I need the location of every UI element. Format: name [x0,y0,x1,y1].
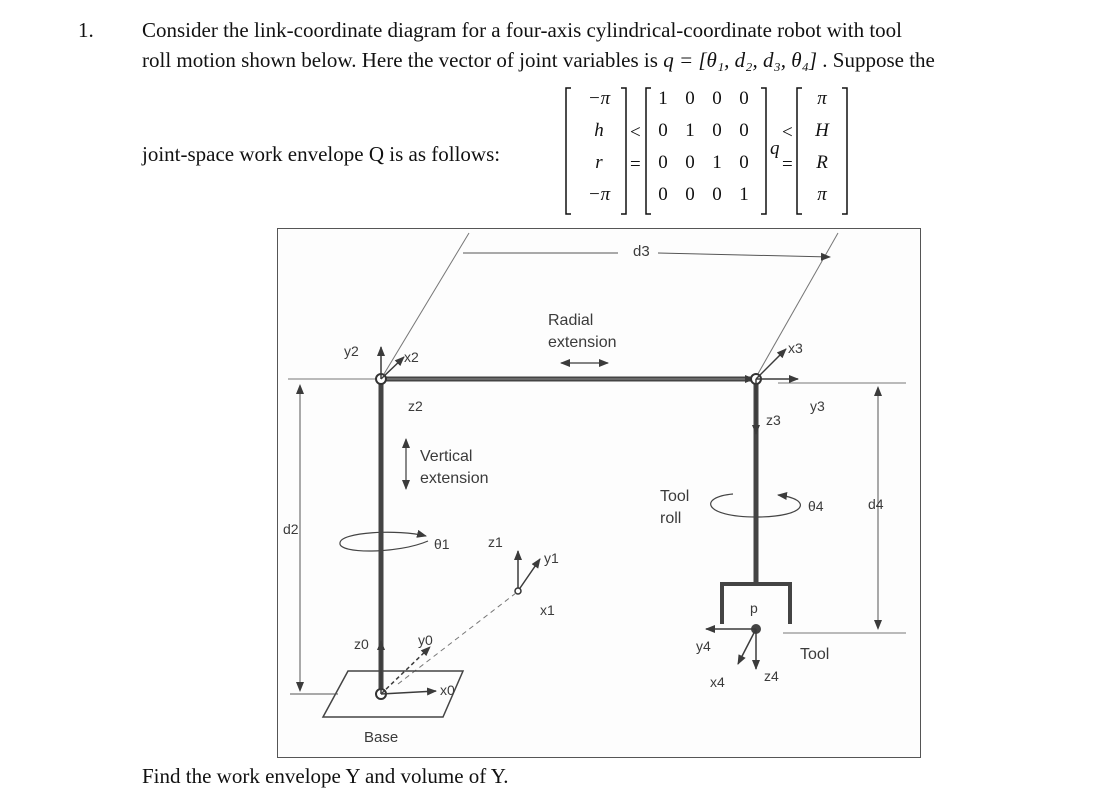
robot-diagram: d3 Radial extension Vertical extension T… [277,228,921,758]
m-23: 0 [712,120,722,141]
question-line-2: roll motion shown below. Here the vector… [142,47,935,73]
label-y4: y4 [696,638,711,654]
base-plate [321,670,465,718]
relation-equal-2: = [782,154,793,175]
upper-4: π [817,184,827,205]
q-variable: q [770,138,780,159]
label-tool-roll-1: Tool [660,488,689,505]
m-14: 0 [739,88,749,109]
label-d2: d2 [283,521,299,537]
label-theta1: θ1 [434,536,450,552]
m-22: 1 [685,120,695,141]
label-d3: d3 [633,243,650,260]
relation-less-2: < [782,122,793,143]
label-radial-1: Radial [548,312,593,329]
m-43: 0 [712,184,722,205]
label-theta4: θ4 [808,498,824,514]
tool-gripper [720,582,792,624]
label-radial-2: extension [548,334,617,351]
label-x3: x3 [788,340,803,356]
frame-1-dashed [397,592,517,685]
relation-equal: = [630,154,641,175]
label-z0: z0 [354,636,369,652]
upper-3: R [816,152,828,173]
m-12: 0 [685,88,695,109]
label-x4: x4 [710,674,725,690]
label-x2: x2 [404,349,419,365]
label-base: Base [364,729,398,746]
m-11: 1 [658,88,668,109]
upper-2: H [815,120,829,141]
m-21: 0 [658,120,668,141]
label-z1: z1 [488,534,503,550]
label-x1: x1 [540,602,555,618]
d2-dimension [290,384,338,695]
tool-roll-rotation [710,492,801,518]
label-tool-roll-2: roll [660,510,681,527]
m-33: 1 [712,152,722,173]
joint-vector-math: q = [θ₁, d₂, d₃, θ₄] [663,48,818,72]
frame-2 [377,346,405,380]
m-34: 0 [739,152,749,173]
question-line-1: Consider the link-coordinate diagram for… [142,18,903,42]
m-42: 0 [685,184,695,205]
label-vertical-1: Vertical [420,448,472,465]
envelope-inequality: −π h r −π < = 1 0 0 0 0 1 0 0 0 0 1 0 0 … [563,84,863,220]
label-y0: y0 [418,632,433,648]
m-44: 1 [739,184,749,205]
frame-0 [377,640,437,696]
label-x0: x0 [440,682,455,698]
d3-dimension [463,252,831,261]
label-y1: y1 [544,550,559,566]
m-13: 0 [712,88,722,109]
upper-1: π [817,88,827,109]
label-p: p [750,600,758,616]
label-y2: y2 [344,343,359,359]
line2-suffix: . Suppose the [817,48,935,72]
label-d4: d4 [868,496,884,512]
label-vertical-2: extension [420,470,489,487]
lower-2: h [594,120,604,141]
bracket-lines [565,87,848,215]
m-32: 0 [685,152,695,173]
label-tool: Tool [800,646,829,663]
frame-1-origin [514,587,522,595]
envelope-label: joint-space work envelope Q is as follow… [142,142,501,166]
m-31: 0 [658,152,668,173]
lower-4: −π [587,184,611,205]
lower-3: r [595,152,603,173]
frame-4 [705,625,760,670]
question-number: 1. [78,18,94,42]
label-y3: y3 [810,398,825,414]
label-z4: z4 [764,668,779,684]
question-footer: Find the work envelope Y and volume of Y… [142,764,509,788]
theta1-rotation [339,529,429,552]
relation-less: < [630,122,641,143]
lower-1: −π [587,88,611,109]
frame-1 [514,550,541,592]
line2-prefix: roll motion shown below. Here the vector… [142,48,664,72]
frame-3 [752,348,799,435]
m-41: 0 [658,184,668,205]
label-z2: z2 [408,398,423,414]
label-z3: z3 [766,412,781,428]
robot-diagram-svg: d3 Radial extension Vertical extension T… [283,232,906,746]
m-24: 0 [739,120,749,141]
